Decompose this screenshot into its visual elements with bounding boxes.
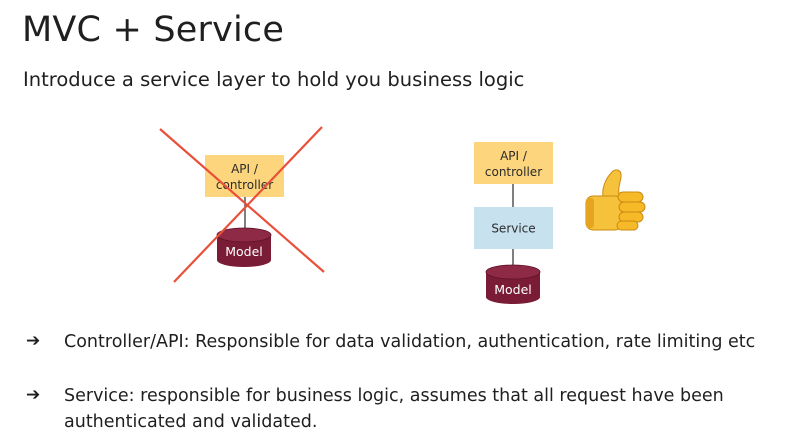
right-service-box [474, 207, 553, 249]
thumbs-up-icon [585, 169, 646, 231]
right-service-label: Service [491, 222, 535, 236]
left-controller-label-line1: API / [231, 162, 259, 176]
slide-title: MVC + Service [22, 10, 285, 50]
right-service-diagram: API / controller Service Model [474, 142, 646, 304]
left-controller-box [205, 155, 284, 197]
bullet-arrow-icon: ➔ [26, 331, 41, 351]
cross-out-icon [159, 126, 325, 283]
right-model-label: Model [494, 282, 532, 297]
right-model-database [485, 264, 541, 304]
slide-subtitle: Introduce a service layer to hold you bu… [23, 68, 525, 91]
left-model-label: Model [225, 244, 263, 259]
bullet-service-text-line1: Service: responsible for business logic,… [64, 386, 724, 406]
right-controller-box [474, 142, 553, 184]
left-model-database [216, 227, 272, 267]
left-mvc-diagram: API / controller Model [159, 126, 325, 283]
left-controller-label-line2: controller [216, 178, 273, 192]
bullet-service-text-line2: authenticated and validated. [64, 412, 318, 432]
bullet-arrow-icon: ➔ [26, 385, 41, 405]
bullet-controller-text: Controller/API: Responsible for data val… [64, 332, 756, 352]
right-controller-label-line1: API / [500, 149, 528, 163]
right-controller-label-line2: controller [485, 165, 542, 179]
